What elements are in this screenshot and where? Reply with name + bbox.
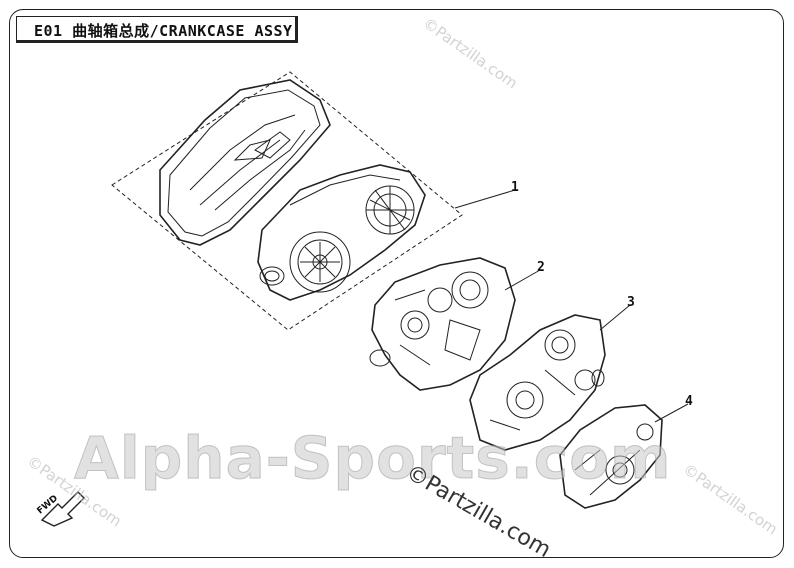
leader-line-4 [654, 403, 689, 423]
leader-line-1 [454, 189, 516, 209]
callout-4: 4 [685, 394, 693, 409]
leader-line-3 [599, 304, 631, 331]
clutch-cover-outer [159, 79, 331, 246]
crankcase-right [469, 314, 606, 451]
callout-1: 1 [511, 180, 519, 195]
fwd-arrow-icon [40, 491, 85, 527]
gearbox-housing [559, 404, 663, 509]
callout-2: 2 [537, 260, 545, 275]
callout-3: 3 [627, 295, 635, 310]
part-1-group-outline [111, 71, 463, 331]
leader-line-2 [504, 269, 541, 291]
title-box [16, 16, 298, 43]
diagram-title: E01 曲轴箱总成/CRANKCASE ASSY [34, 22, 293, 40]
watermark-alpha-sports: Alpha-Sports.com [73, 424, 672, 493]
crankcase-left [369, 257, 516, 391]
clutch-cover-inner [257, 164, 426, 301]
diagram-frame [9, 9, 784, 558]
